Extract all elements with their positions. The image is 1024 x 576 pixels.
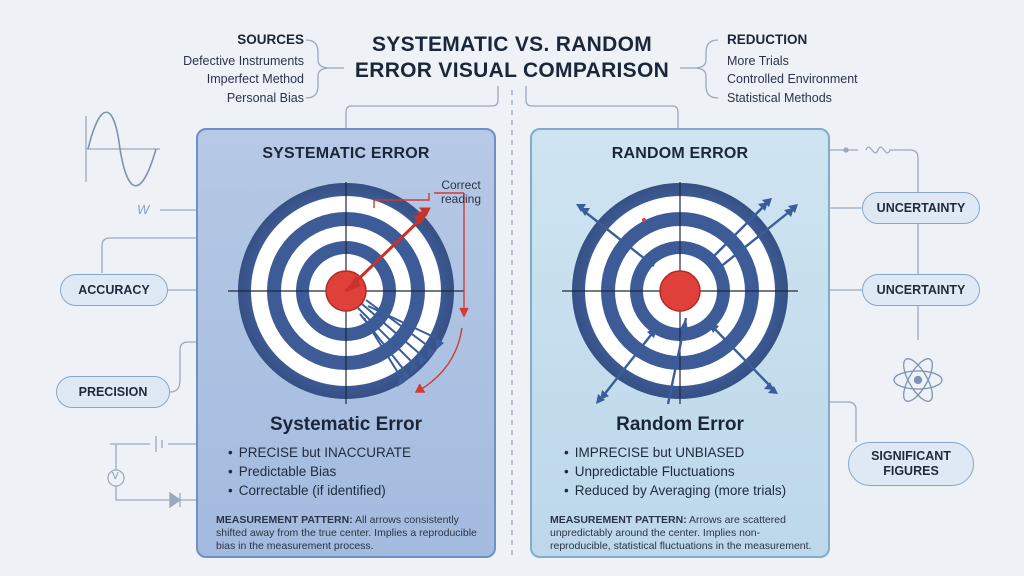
- systematic-target: [228, 182, 469, 404]
- bullet-item: PRECISE but INACCURATE: [228, 443, 411, 462]
- reduction-item: More Trials: [727, 53, 789, 68]
- stray-mark: [642, 218, 646, 222]
- correct-reading-annotation: Correct reading: [440, 178, 482, 206]
- sources-heading: SOURCES: [237, 32, 304, 47]
- accuracy-pill: ACCURACY: [60, 274, 168, 306]
- correct-reading-arrow: [344, 207, 431, 293]
- sources-item: Defective Instruments: [183, 53, 304, 68]
- annotation-marks: [373, 192, 469, 393]
- bullet-item: Predictable Bias: [228, 462, 411, 481]
- arrow-cluster: [357, 299, 444, 387]
- bullet-item: IMPRECISE but UNBIASED: [564, 443, 786, 462]
- systematic-error-panel: SYSTEMATIC ERROR: [196, 128, 496, 558]
- sources-item: Imperfect Method: [206, 72, 304, 86]
- reduction-item: Statistical Methods: [727, 90, 832, 105]
- scattered-arrows: [576, 198, 798, 405]
- bullet-item: Reduced by Averaging (more trials): [564, 481, 786, 500]
- title-line-1: SYSTEMATIC VS. RANDOM: [371, 33, 653, 56]
- bullet-item: Unpredictable Fluctuations: [564, 462, 786, 481]
- uncertainty-pill-top: UNCERTAINTY: [862, 192, 980, 224]
- voltmeter-label: V: [112, 471, 119, 482]
- pattern-label: MEASUREMENT PATTERN:: [216, 514, 353, 526]
- reduction-list: REDUCTION More Trials Controlled Environ…: [727, 31, 858, 107]
- systematic-panel-title: SYSTEMATIC ERROR: [262, 145, 430, 162]
- bullet-item: Correctable (if identified): [228, 481, 411, 500]
- sigfig-line-1: SIGNIFICANT: [871, 449, 951, 463]
- reduction-heading: REDUCTION: [727, 32, 808, 47]
- bullseye: [659, 270, 701, 312]
- random-panel-title: RANDOM ERROR: [611, 145, 749, 162]
- random-target: [562, 182, 798, 405]
- systematic-subtitle: Systematic Error: [269, 414, 423, 435]
- sources-list: SOURCES Defective Instruments Imperfect …: [183, 31, 304, 107]
- random-bullets: IMPRECISE but UNBIASED Unpredictable Flu…: [564, 443, 786, 500]
- title-line-2: ERROR VISUAL COMPARISON: [354, 59, 670, 82]
- random-measurement-pattern: MEASUREMENT PATTERN: Arrows are scattere…: [550, 514, 818, 553]
- systematic-measurement-pattern: MEASUREMENT PATTERN: All arrows consiste…: [216, 514, 484, 553]
- reduction-item: Controlled Environment: [727, 72, 858, 86]
- pattern-text: All arrows consistently shifted away fro…: [216, 514, 477, 552]
- sigfig-line-2: FIGURES: [883, 464, 939, 478]
- uncertainty-pill-bottom: UNCERTAINTY: [862, 274, 980, 306]
- precision-pill: PRECISION: [56, 376, 170, 408]
- significant-figures-pill: SIGNIFICANT FIGURES: [848, 442, 974, 486]
- pattern-label: MEASUREMENT PATTERN:: [550, 514, 687, 526]
- w-label: W: [137, 202, 150, 217]
- random-error-panel: RANDOM ERROR: [530, 128, 830, 558]
- random-subtitle: Random Error: [616, 414, 744, 435]
- pattern-text: Arrows are scattered unpredictably aroun…: [550, 514, 812, 552]
- sources-item: Personal Bias: [226, 90, 304, 105]
- page-title: SYSTEMATIC VS. RANDOM ERROR VISUAL COMPA…: [340, 32, 684, 84]
- systematic-bullets: PRECISE but INACCURATE Predictable Bias …: [228, 443, 411, 500]
